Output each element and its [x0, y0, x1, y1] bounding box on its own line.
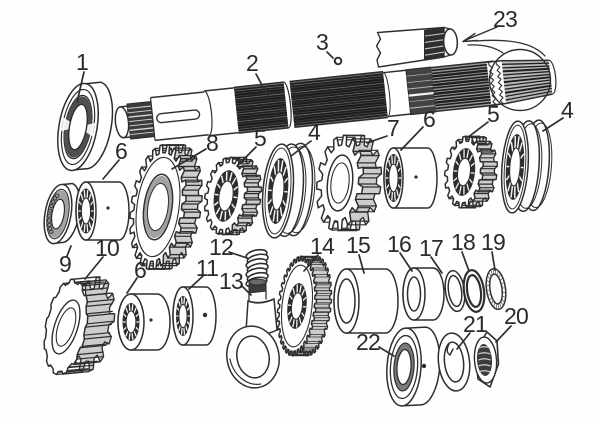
svg-text:5: 5	[487, 101, 499, 127]
svg-text:15: 15	[346, 232, 370, 258]
svg-text:7: 7	[387, 115, 399, 141]
svg-text:13: 13	[219, 268, 243, 294]
svg-text:2: 2	[246, 50, 258, 76]
svg-text:12: 12	[209, 234, 233, 260]
svg-text:17: 17	[419, 235, 443, 261]
svg-text:14: 14	[310, 233, 335, 259]
svg-text:19: 19	[481, 229, 505, 255]
svg-text:6: 6	[115, 138, 127, 164]
svg-text:4: 4	[308, 119, 321, 145]
svg-text:20: 20	[504, 303, 528, 329]
svg-text:3: 3	[316, 29, 328, 55]
svg-text:22: 22	[356, 329, 380, 355]
svg-text:23: 23	[493, 6, 517, 32]
svg-text:6: 6	[423, 106, 435, 132]
svg-text:21: 21	[463, 311, 487, 337]
svg-text:1: 1	[76, 49, 88, 75]
svg-text:16: 16	[387, 231, 411, 257]
svg-text:4: 4	[561, 97, 574, 123]
svg-text:8: 8	[206, 130, 218, 156]
svg-text:10: 10	[95, 235, 119, 261]
svg-text:9: 9	[59, 251, 71, 277]
svg-text:6: 6	[134, 257, 146, 283]
svg-text:18: 18	[451, 229, 475, 255]
svg-text:5: 5	[254, 125, 266, 151]
